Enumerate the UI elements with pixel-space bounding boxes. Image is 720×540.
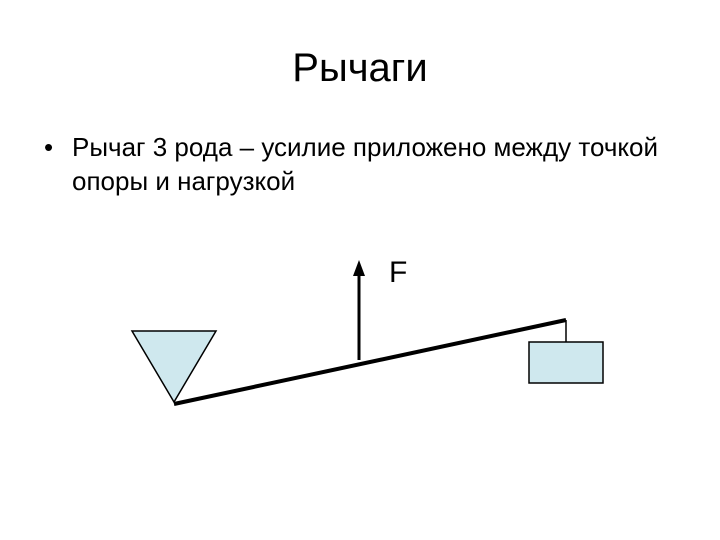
force-arrow-head bbox=[353, 260, 365, 276]
bullet-marker: • bbox=[44, 132, 54, 162]
force-label: F bbox=[389, 256, 407, 289]
slide-title: Рычаги bbox=[292, 46, 428, 90]
fulcrum-triangle bbox=[130, 330, 218, 404]
lever-bar bbox=[173, 318, 567, 406]
bullet-text: Рычаг 3 рода – усилие приложено между то… bbox=[72, 132, 659, 196]
bullet-list: • Рычаг 3 рода – усилие приложено между … bbox=[40, 130, 680, 198]
bullet-item: • Рычаг 3 рода – усилие приложено между … bbox=[40, 130, 680, 198]
load-box bbox=[528, 341, 604, 384]
